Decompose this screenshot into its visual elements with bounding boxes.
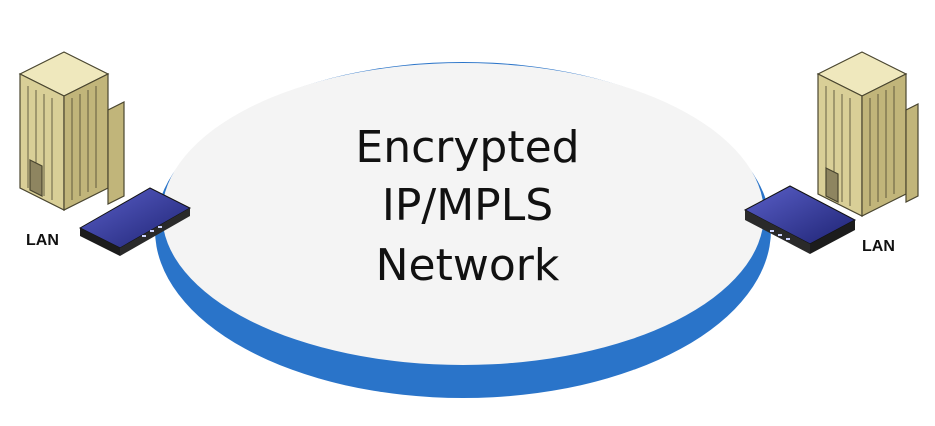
network-title-line-3: Network (375, 240, 560, 291)
right-office-building-icon (816, 51, 919, 217)
left-lan-label: LAN (26, 232, 59, 249)
right-vpn-router-icon (743, 185, 857, 254)
network-cloud-ring (155, 62, 771, 398)
network-title-line-2: IP/MPLS (381, 180, 554, 231)
network-title-line-1: Encrypted (355, 122, 580, 173)
right-lan-label: LAN (862, 238, 895, 255)
left-office-building-icon (18, 51, 125, 211)
left-vpn-router-icon (78, 187, 192, 256)
